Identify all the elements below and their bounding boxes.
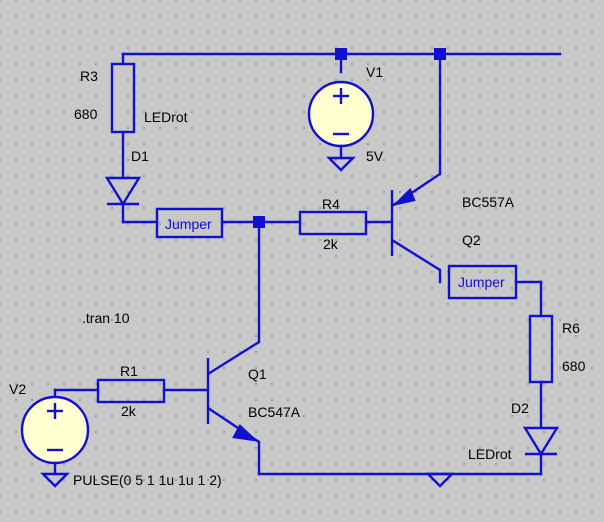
ground-icon <box>326 156 356 172</box>
transistor-q2[interactable]: BC557A Q2 <box>390 173 515 272</box>
d2-value: LEDrot <box>468 446 512 462</box>
resistor-r3-body[interactable] <box>110 62 136 134</box>
led-d1[interactable]: D1 LEDrot <box>104 109 188 207</box>
jumper-1-label: Jumper <box>165 216 212 232</box>
resistor-r1[interactable]: R1 2k <box>96 363 166 419</box>
transistor-q1[interactable]: Q1 BC547A <box>206 340 301 443</box>
v2-value: PULSE(0 5 1 1u 1u 1 2) <box>73 472 222 488</box>
voltage-source-v2[interactable]: V2 PULSE(0 5 1 1u 1u 1 2) <box>9 381 222 488</box>
led-d2-triangle[interactable] <box>522 426 560 457</box>
r4-value: 2k <box>323 236 339 252</box>
d1-value: LEDrot <box>144 109 188 125</box>
led-d2[interactable]: D2 LEDrot <box>468 400 560 462</box>
q2-emitter-arrow-icon <box>392 187 416 207</box>
junction-node-center <box>253 216 265 228</box>
jumper-2-label: Jumper <box>458 274 505 290</box>
v1-value: 5V <box>366 148 384 164</box>
resistor-r3[interactable]: R3 680 <box>74 62 136 134</box>
r1-name: R1 <box>120 363 138 379</box>
q2-value: BC557A <box>462 194 515 210</box>
resistor-r6-body[interactable] <box>528 314 554 384</box>
r4-name: R4 <box>322 196 340 212</box>
v1-name: V1 <box>366 64 383 80</box>
v2-name: V2 <box>9 381 26 397</box>
d1-name: D1 <box>131 148 149 164</box>
r1-value: 2k <box>121 403 137 419</box>
resistor-r6[interactable]: R6 680 <box>528 314 586 384</box>
resistor-r1-body[interactable] <box>96 378 166 404</box>
led-d1-triangle[interactable] <box>104 176 142 207</box>
q1-value: BC547A <box>248 404 301 420</box>
junction-node-q2 <box>434 48 446 60</box>
q1-name: Q1 <box>248 366 267 382</box>
jumper-1-box[interactable] <box>155 207 224 239</box>
r6-name: R6 <box>562 320 580 336</box>
q1-emitter-arrow-icon <box>232 424 259 442</box>
r3-name: R3 <box>80 68 98 84</box>
ground-icon <box>425 472 455 488</box>
q2-collector-leg <box>391 238 441 272</box>
spice-directive[interactable]: .tran 10 <box>82 310 130 326</box>
resistor-r4-body[interactable] <box>298 210 368 236</box>
jumper-2-box[interactable] <box>447 264 518 300</box>
q1-collector-leg <box>207 340 260 376</box>
jumper-1[interactable]: Jumper <box>155 207 224 239</box>
r3-value: 680 <box>74 106 98 122</box>
ground-icon <box>40 472 70 488</box>
resistor-r4[interactable]: R4 2k <box>298 196 368 252</box>
jumper-2[interactable]: Jumper <box>447 264 518 300</box>
junction-node-v1 <box>335 48 347 60</box>
voltage-source-v1[interactable]: V1 5V <box>307 64 384 172</box>
r6-value: 680 <box>562 358 586 374</box>
q2-name: Q2 <box>462 232 481 248</box>
d2-name: D2 <box>511 400 529 416</box>
